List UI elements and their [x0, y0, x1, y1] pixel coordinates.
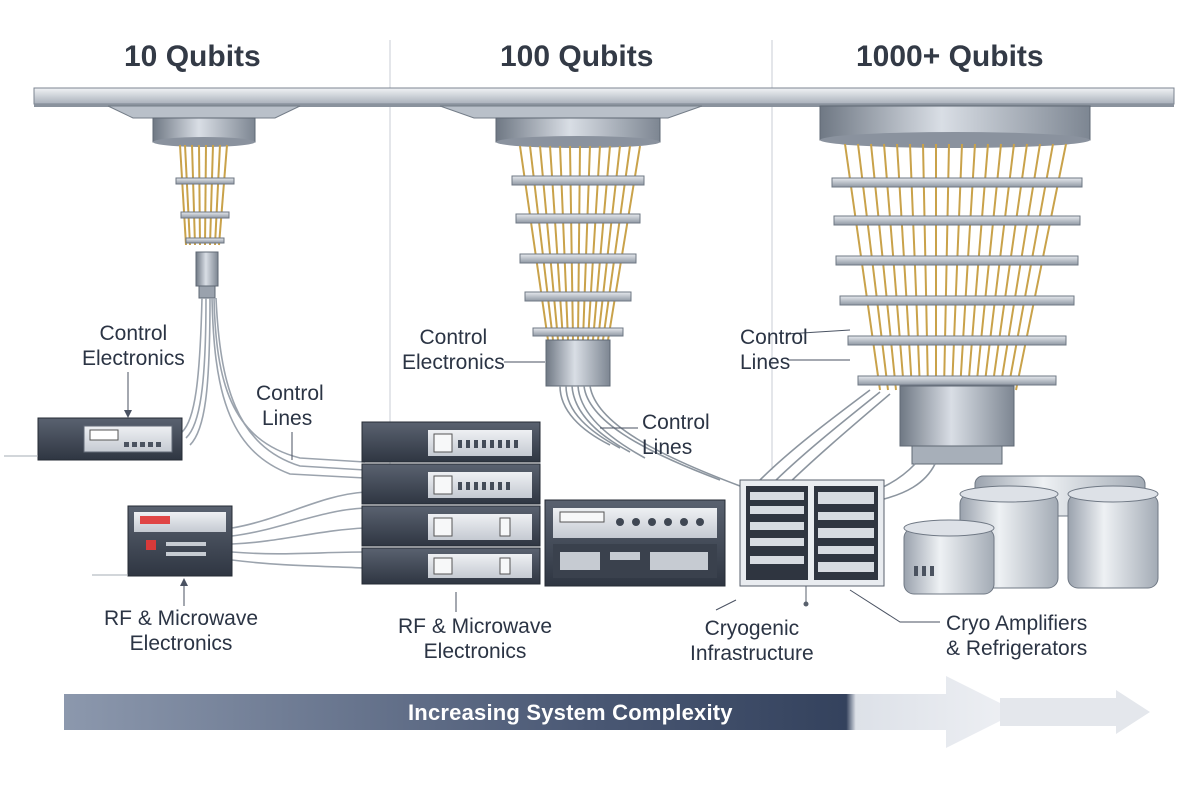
header-10-qubits: 10 Qubits [124, 40, 261, 73]
rack-stack-center [361, 421, 541, 585]
leader-lines [124, 329, 940, 623]
label-control-electronics-2: Control Electronics [402, 326, 505, 374]
cryostat-100-qubits [439, 105, 741, 487]
complexity-arrow [64, 676, 1150, 748]
header-100-qubits: 100 Qubits [500, 40, 654, 73]
label-control-electronics-1: Control Electronics [82, 322, 185, 370]
complexity-arrow-label: Increasing System Complexity [408, 700, 733, 725]
cryostat-1000-qubits [759, 105, 1091, 501]
label-cryo-amplifiers: Cryo Amplifiers & Refrigerators [946, 612, 1088, 660]
label-rf-microwave-2: RF & Microwave Electronics [398, 615, 553, 663]
label-cryogenic-infrastructure: Cryogenic Infrastructure [690, 617, 814, 665]
label-rf-microwave-1: RF & Microwave Electronics [104, 607, 259, 655]
cryogenic-cabinet [739, 479, 885, 607]
rf-microwave-unit-1 [92, 505, 233, 577]
rf-microwave-unit-2 [544, 499, 726, 587]
label-control-lines-2: Control Lines [642, 411, 710, 459]
control-lines-cables [181, 297, 366, 569]
cryostat-10-qubits [107, 105, 301, 299]
header-1000-qubits: 1000+ Qubits [856, 40, 1044, 73]
column-dividers [389, 40, 773, 470]
label-control-lines-1: Control Lines [256, 382, 324, 430]
control-electronics-unit-1 [4, 417, 183, 461]
cryo-refrigerators [903, 475, 1159, 595]
mounting-beam [33, 87, 1175, 107]
label-control-lines-3: Control Lines [740, 326, 808, 374]
